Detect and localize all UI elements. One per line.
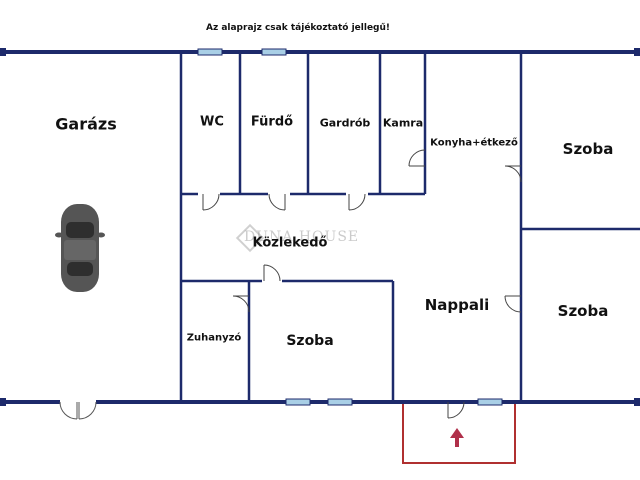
- outer-walls: [0, 50, 640, 404]
- room-label-pantry: Kamra: [382, 116, 424, 130]
- room-label-room-bottom: Szoba: [286, 333, 334, 349]
- room-label-kitchen: Konyha+étkező: [430, 137, 518, 149]
- doors: [202, 149, 522, 419]
- disclaimer-note: Az alaprajz csak tájékoztató jellegű!: [205, 23, 391, 33]
- room-label-wardrobe: Gardrób: [319, 116, 371, 130]
- room-label-bathroom: Fürdő: [250, 114, 294, 130]
- car-icon: [55, 204, 105, 292]
- wall-caps: [0, 48, 640, 406]
- room-label-shower: Zuhanyzó: [186, 332, 242, 344]
- interior-walls: [179, 52, 640, 402]
- top-windows: [197, 48, 287, 56]
- room-label-hallway: Közlekedő: [252, 235, 328, 251]
- watermark-text: DUNA HOUSE: [244, 229, 360, 245]
- room-label-wc: WC: [200, 114, 224, 130]
- arrow-up-icon: [450, 428, 464, 447]
- room-label-room-right: Szoba: [557, 302, 609, 320]
- room-label-garage: Garázs: [55, 114, 117, 134]
- bottom-windows: [285, 398, 503, 406]
- garage-door: [59, 398, 97, 420]
- entrance-area: [402, 404, 516, 464]
- room-label-room-top-right: Szoba: [562, 140, 614, 158]
- room-label-living: Nappali: [424, 296, 490, 314]
